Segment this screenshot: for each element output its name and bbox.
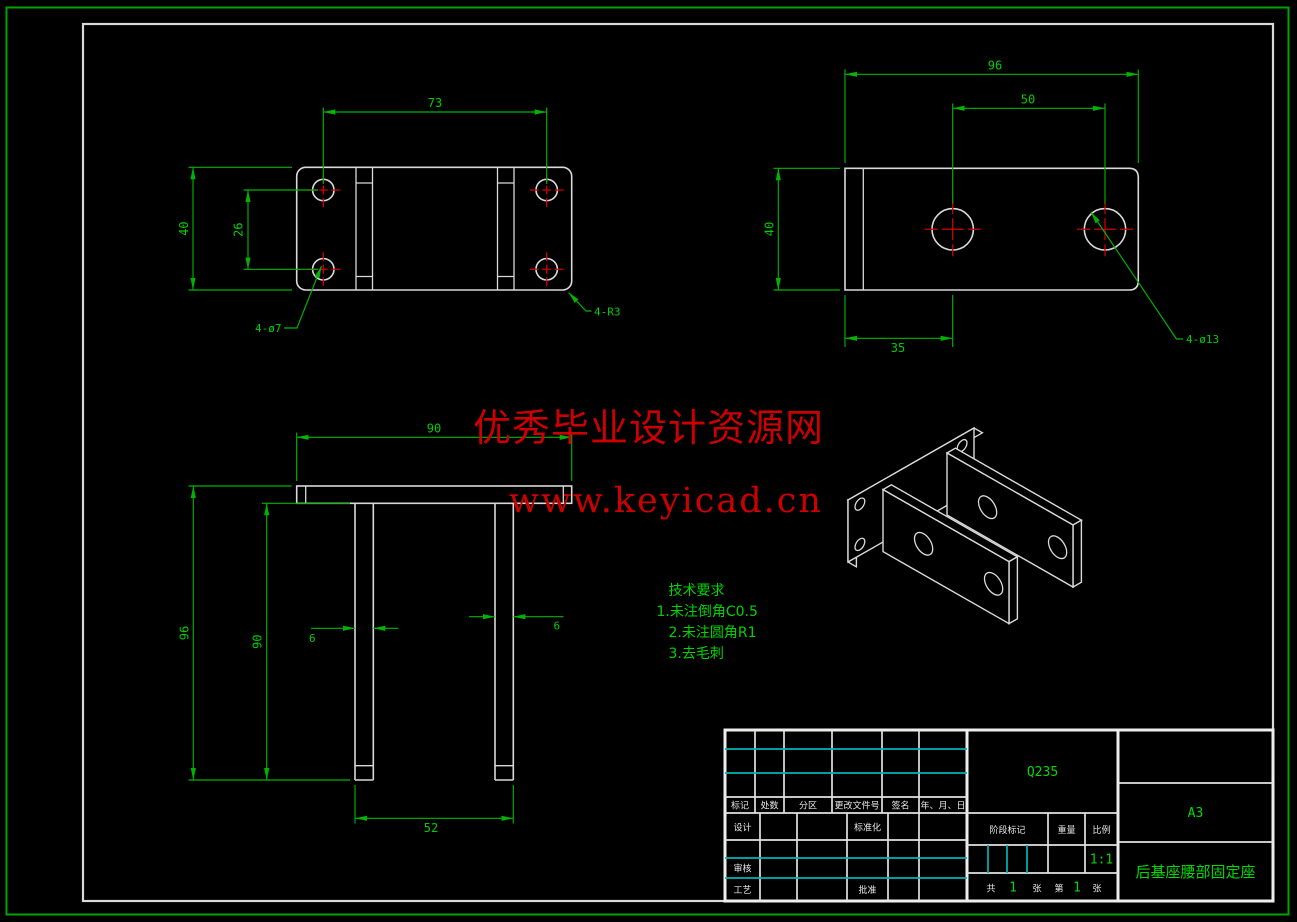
part-name: 后基座腰部固定座 [1135,863,1255,881]
watermark-line1: 优秀毕业设计资源网 [473,406,824,450]
role-standardize: 标准化 [854,822,881,834]
watermark: 优秀毕业设计资源网 www.keyicad.cn [473,406,824,521]
header-change-no: 更改文件号 [834,800,879,812]
watermark-line2: www.keyicad.cn [509,481,823,521]
label-side-holes: 4-ø13 [1186,333,1219,346]
dim-side-hole-offset: 35 [891,341,905,355]
sheet-total-prefix: 共 [986,884,995,895]
dim-top-overall-depth: 96 [177,626,191,640]
sheet-total-num: 1 [1009,881,1017,896]
header-mark: 标记 [731,800,749,812]
material-value: Q235 [1027,765,1058,780]
tech-req-item-1: 1.未注倒角C0.5 [657,604,758,620]
field-stage-mark: 阶段标记 [989,824,1025,836]
label-front-holes: 4-ø7 [255,322,282,335]
inner-border [81,22,1275,903]
tech-req-title: 技术要求 [669,583,725,599]
sheet-no-num: 1 [1073,881,1081,896]
outer-border [5,6,1290,916]
sheet-no-suffix: 张 [1092,884,1101,895]
isometric-view [846,426,1083,625]
front-view: 73 40 26 4-ø7 4-R3 [177,96,621,335]
dim-top-leg-depth: 90 [251,634,265,648]
tech-req-item-2: 2.未注圆角R1 [669,625,757,641]
dim-side-hole-span: 50 [1021,93,1035,107]
dim-top-leg-span: 52 [424,821,438,835]
role-process: 工艺 [733,885,751,896]
header-date: 年、月、日 [920,800,965,812]
tech-requirements: 技术要求 1.未注倒角C0.5 2.未注圆角R1 3.去毛刺 [657,583,758,662]
tech-req-item-3: 3.去毛刺 [669,646,724,662]
top-view: 90 96 90 6 6 52 [177,422,573,835]
dim-front-hole-span: 73 [428,96,442,110]
side-view: 96 50 40 35 4-ø13 [762,59,1219,356]
header-count: 处数 [760,800,778,812]
role-design: 设计 [733,822,751,834]
paper-size-value: A3 [1188,806,1204,821]
field-weight: 重量 [1057,824,1075,836]
dim-side-width: 40 [762,222,776,236]
sheet-total-suffix: 张 [1032,884,1041,895]
revision-rules [725,748,1028,879]
role-check: 审核 [733,863,751,875]
sheet-no-prefix: 第 [1054,883,1063,895]
center-marks [924,202,1133,257]
dim-top-leg-thk-left: 6 [309,632,316,645]
scale-value: 1:1 [1090,853,1113,868]
label-front-corner-radius: 4-R3 [594,306,621,319]
field-scale: 比例 [1092,824,1110,836]
dim-front-hole-rows: 26 [232,222,246,236]
header-zone: 分区 [799,801,817,812]
dim-side-length: 96 [988,59,1002,73]
dim-top-plate-width: 90 [427,422,441,436]
role-approve: 批准 [858,884,876,896]
center-marks [306,173,564,287]
title-block: 标记 处数 分区 更改文件号 签名 年、月、日 设计 标准化 审核 工艺 批准 … [723,728,1275,903]
header-signature: 签名 [891,800,909,812]
dim-top-leg-thk-right: 6 [554,620,561,633]
dim-front-height: 40 [177,221,191,235]
